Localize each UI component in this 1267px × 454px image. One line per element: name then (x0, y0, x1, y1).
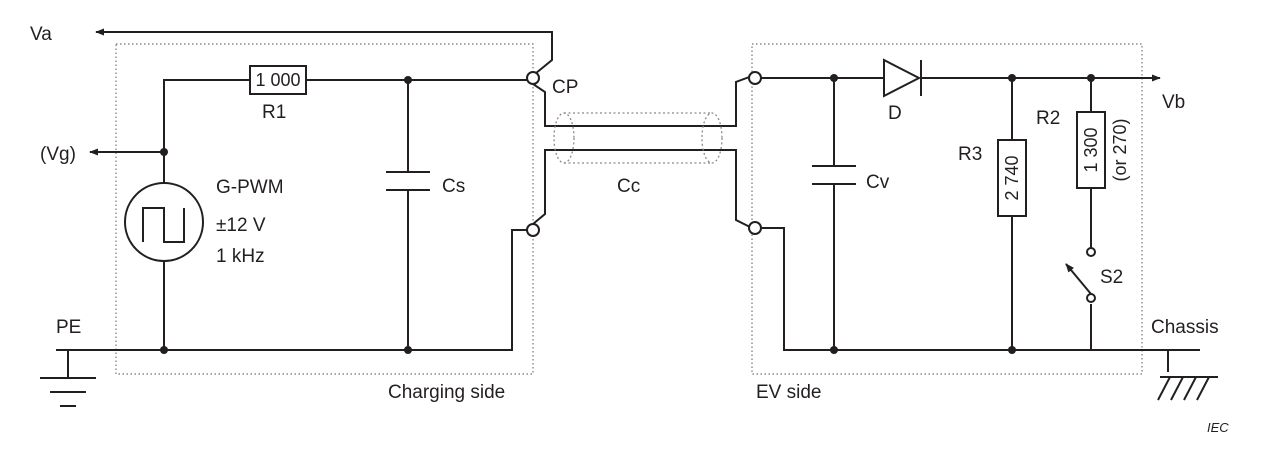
r2-label: R2 (1036, 108, 1060, 129)
cp-terminal-bottom (526, 223, 540, 237)
r3-ground-junction (1008, 346, 1016, 354)
s2-switch (1065, 263, 1092, 295)
coax-shield (564, 112, 712, 164)
r2-resistor (1076, 111, 1106, 189)
charging-side-caption: Charging side (388, 382, 505, 403)
cp-terminal-top (526, 71, 540, 85)
cs-ground-junction (404, 346, 412, 354)
generator-label: G-PWM (216, 177, 284, 198)
ev-terminal-top (748, 71, 762, 85)
cc-label: Cc (617, 176, 640, 197)
diode-label: D (888, 103, 902, 124)
ev-side-box (751, 43, 1143, 375)
cable-ground-conductor (532, 149, 753, 229)
r1-resistor (249, 65, 307, 95)
cv-capacitor (812, 78, 856, 350)
gen-top-wire (163, 79, 250, 152)
cs-label: Cs (442, 176, 465, 197)
diode-d (883, 58, 922, 98)
pe-label: PE (56, 317, 81, 338)
ev-terminal-bottom (748, 221, 762, 235)
square-wave-icon (142, 207, 185, 243)
generator-voltage: ±12 V (216, 215, 266, 236)
cv-ground-junction (830, 346, 838, 354)
r2-value: 1 300 (1081, 127, 1101, 172)
gen-ground-junction (160, 346, 168, 354)
vb-label: Vb (1162, 92, 1185, 113)
generator-frequency: 1 kHz (216, 246, 265, 267)
va-wire (95, 28, 553, 79)
va-label: Va (30, 24, 52, 45)
vg-label: (Vg) (40, 144, 76, 165)
cs-capacitor (386, 80, 430, 350)
charging-side-box (115, 43, 534, 375)
ev-ground-wire (761, 227, 1200, 351)
pwm-generator (124, 182, 204, 262)
r2-alt-value: (or 270) (1110, 118, 1130, 181)
source-mark: IEC (1207, 420, 1229, 435)
chassis-label: Chassis (1151, 317, 1219, 338)
coax-right-end (701, 112, 723, 164)
cv-label: Cv (866, 172, 890, 193)
coax-left-end (553, 112, 575, 164)
r1-label: R1 (262, 102, 286, 123)
ev-side-caption: EV side (756, 382, 821, 403)
chassis-ground-icon (1157, 350, 1218, 401)
s2-contact-top (1086, 247, 1096, 257)
pe-earth-icon (40, 350, 96, 407)
cp-label: CP (552, 77, 578, 98)
s2-label: S2 (1100, 267, 1123, 288)
r1-value: 1 000 (255, 70, 300, 90)
charging-ground-wire (56, 229, 528, 351)
r3-label: R3 (958, 144, 982, 165)
r3-value: 2 740 (1002, 155, 1022, 200)
s2-contact-bottom (1086, 293, 1096, 303)
cable-inner-conductor (532, 75, 753, 127)
r3-resistor (997, 139, 1027, 217)
